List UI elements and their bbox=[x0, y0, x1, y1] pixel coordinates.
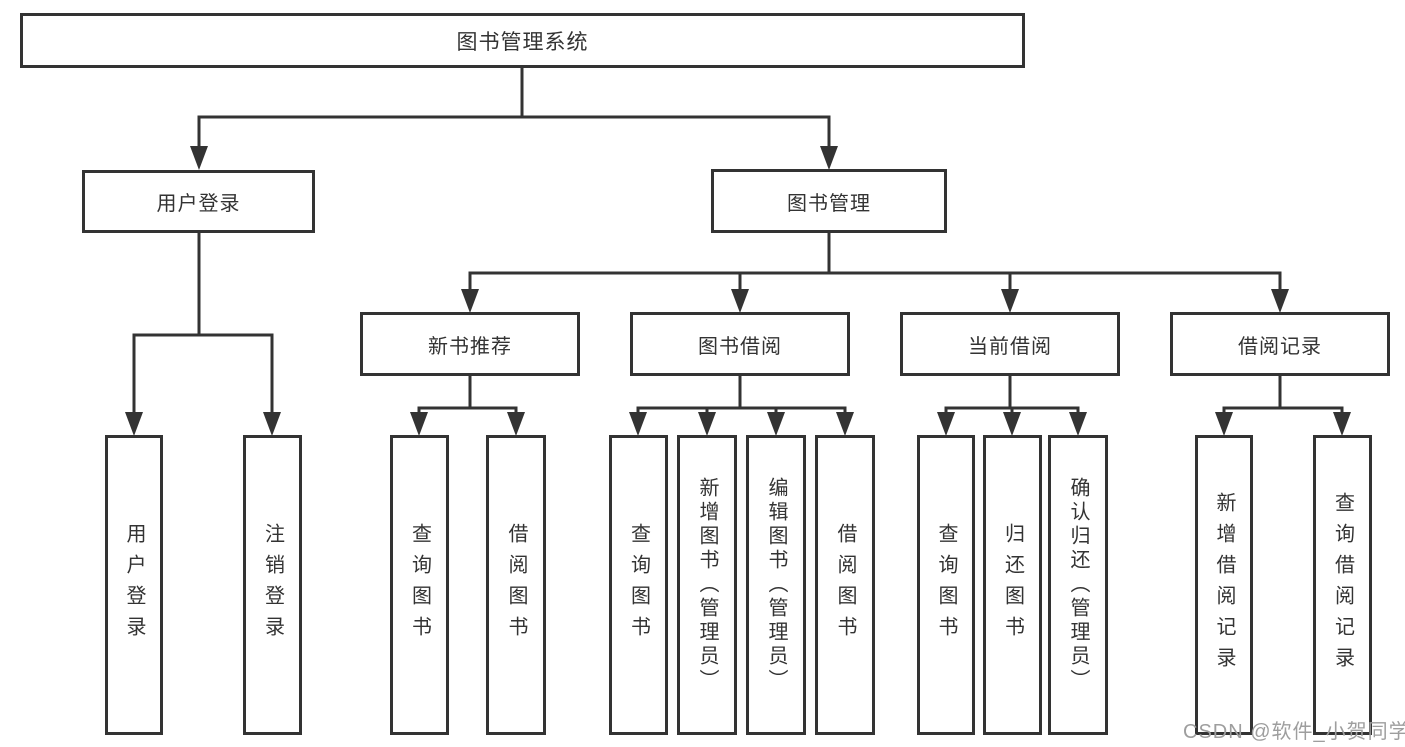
leaf-borrowing-borrow: 借阅图书 bbox=[815, 435, 875, 735]
node-user-login: 用户登录 bbox=[82, 170, 315, 233]
leaf-borrowing-add: 新增图书（管理员） bbox=[677, 435, 737, 735]
node-current-borrowing: 当前借阅 bbox=[900, 312, 1120, 376]
leaf-user-login: 用户登录 bbox=[105, 435, 163, 735]
node-root: 图书管理系统 bbox=[20, 13, 1025, 68]
node-current-borrowing-label: 当前借阅 bbox=[968, 335, 1052, 358]
leaf-newbook-borrow: 借阅图书 bbox=[486, 435, 546, 735]
leaf-borrowing-query-label: 查询图书 bbox=[627, 523, 650, 647]
node-book-borrowing-label: 图书借阅 bbox=[698, 335, 782, 358]
node-borrowing-records: 借阅记录 bbox=[1170, 312, 1390, 376]
leaf-current-confirm-return: 确认归还（管理员） bbox=[1048, 435, 1108, 735]
csdn-watermark: CSDN @软件_小贺同学 bbox=[1183, 721, 1405, 743]
leaf-newbook-borrow-label: 借阅图书 bbox=[505, 523, 527, 647]
leaf-current-return: 归还图书 bbox=[983, 435, 1042, 735]
leaf-newbook-query-label: 查询图书 bbox=[408, 523, 431, 647]
leaf-current-query-label: 查询图书 bbox=[935, 523, 957, 647]
node-new-book-recommend-label: 新书推荐 bbox=[428, 335, 512, 358]
leaf-current-query: 查询图书 bbox=[917, 435, 975, 735]
leaf-record-query-label: 查询借阅记录 bbox=[1331, 492, 1354, 678]
leaf-record-add: 新增借阅记录 bbox=[1195, 435, 1253, 735]
leaf-record-add-label: 新增借阅记录 bbox=[1213, 492, 1235, 678]
node-user-login-label: 用户登录 bbox=[156, 193, 241, 215]
leaf-logout: 注销登录 bbox=[243, 435, 302, 735]
node-book-management: 图书管理 bbox=[711, 169, 947, 233]
leaf-borrowing-add-label: 新增图书（管理员） bbox=[696, 477, 718, 693]
leaf-borrowing-borrow-label: 借阅图书 bbox=[834, 523, 856, 647]
node-book-management-label: 图书管理 bbox=[787, 192, 871, 215]
node-borrowing-records-label: 借阅记录 bbox=[1238, 335, 1322, 358]
node-new-book-recommend: 新书推荐 bbox=[360, 312, 580, 376]
leaf-borrowing-edit: 编辑图书（管理员） bbox=[746, 435, 806, 735]
node-book-borrowing: 图书借阅 bbox=[630, 312, 850, 376]
leaf-record-query: 查询借阅记录 bbox=[1313, 435, 1372, 735]
leaf-current-confirm-return-label: 确认归还（管理员） bbox=[1067, 477, 1089, 693]
leaf-newbook-query: 查询图书 bbox=[390, 435, 449, 735]
leaf-borrowing-query: 查询图书 bbox=[609, 435, 668, 735]
leaf-borrowing-edit-label: 编辑图书（管理员） bbox=[765, 477, 787, 693]
leaf-current-return-label: 归还图书 bbox=[1001, 523, 1024, 647]
leaf-logout-label: 注销登录 bbox=[261, 523, 284, 647]
leaf-user-login-label: 用户登录 bbox=[123, 523, 145, 647]
node-root-label: 图书管理系统 bbox=[456, 30, 589, 54]
